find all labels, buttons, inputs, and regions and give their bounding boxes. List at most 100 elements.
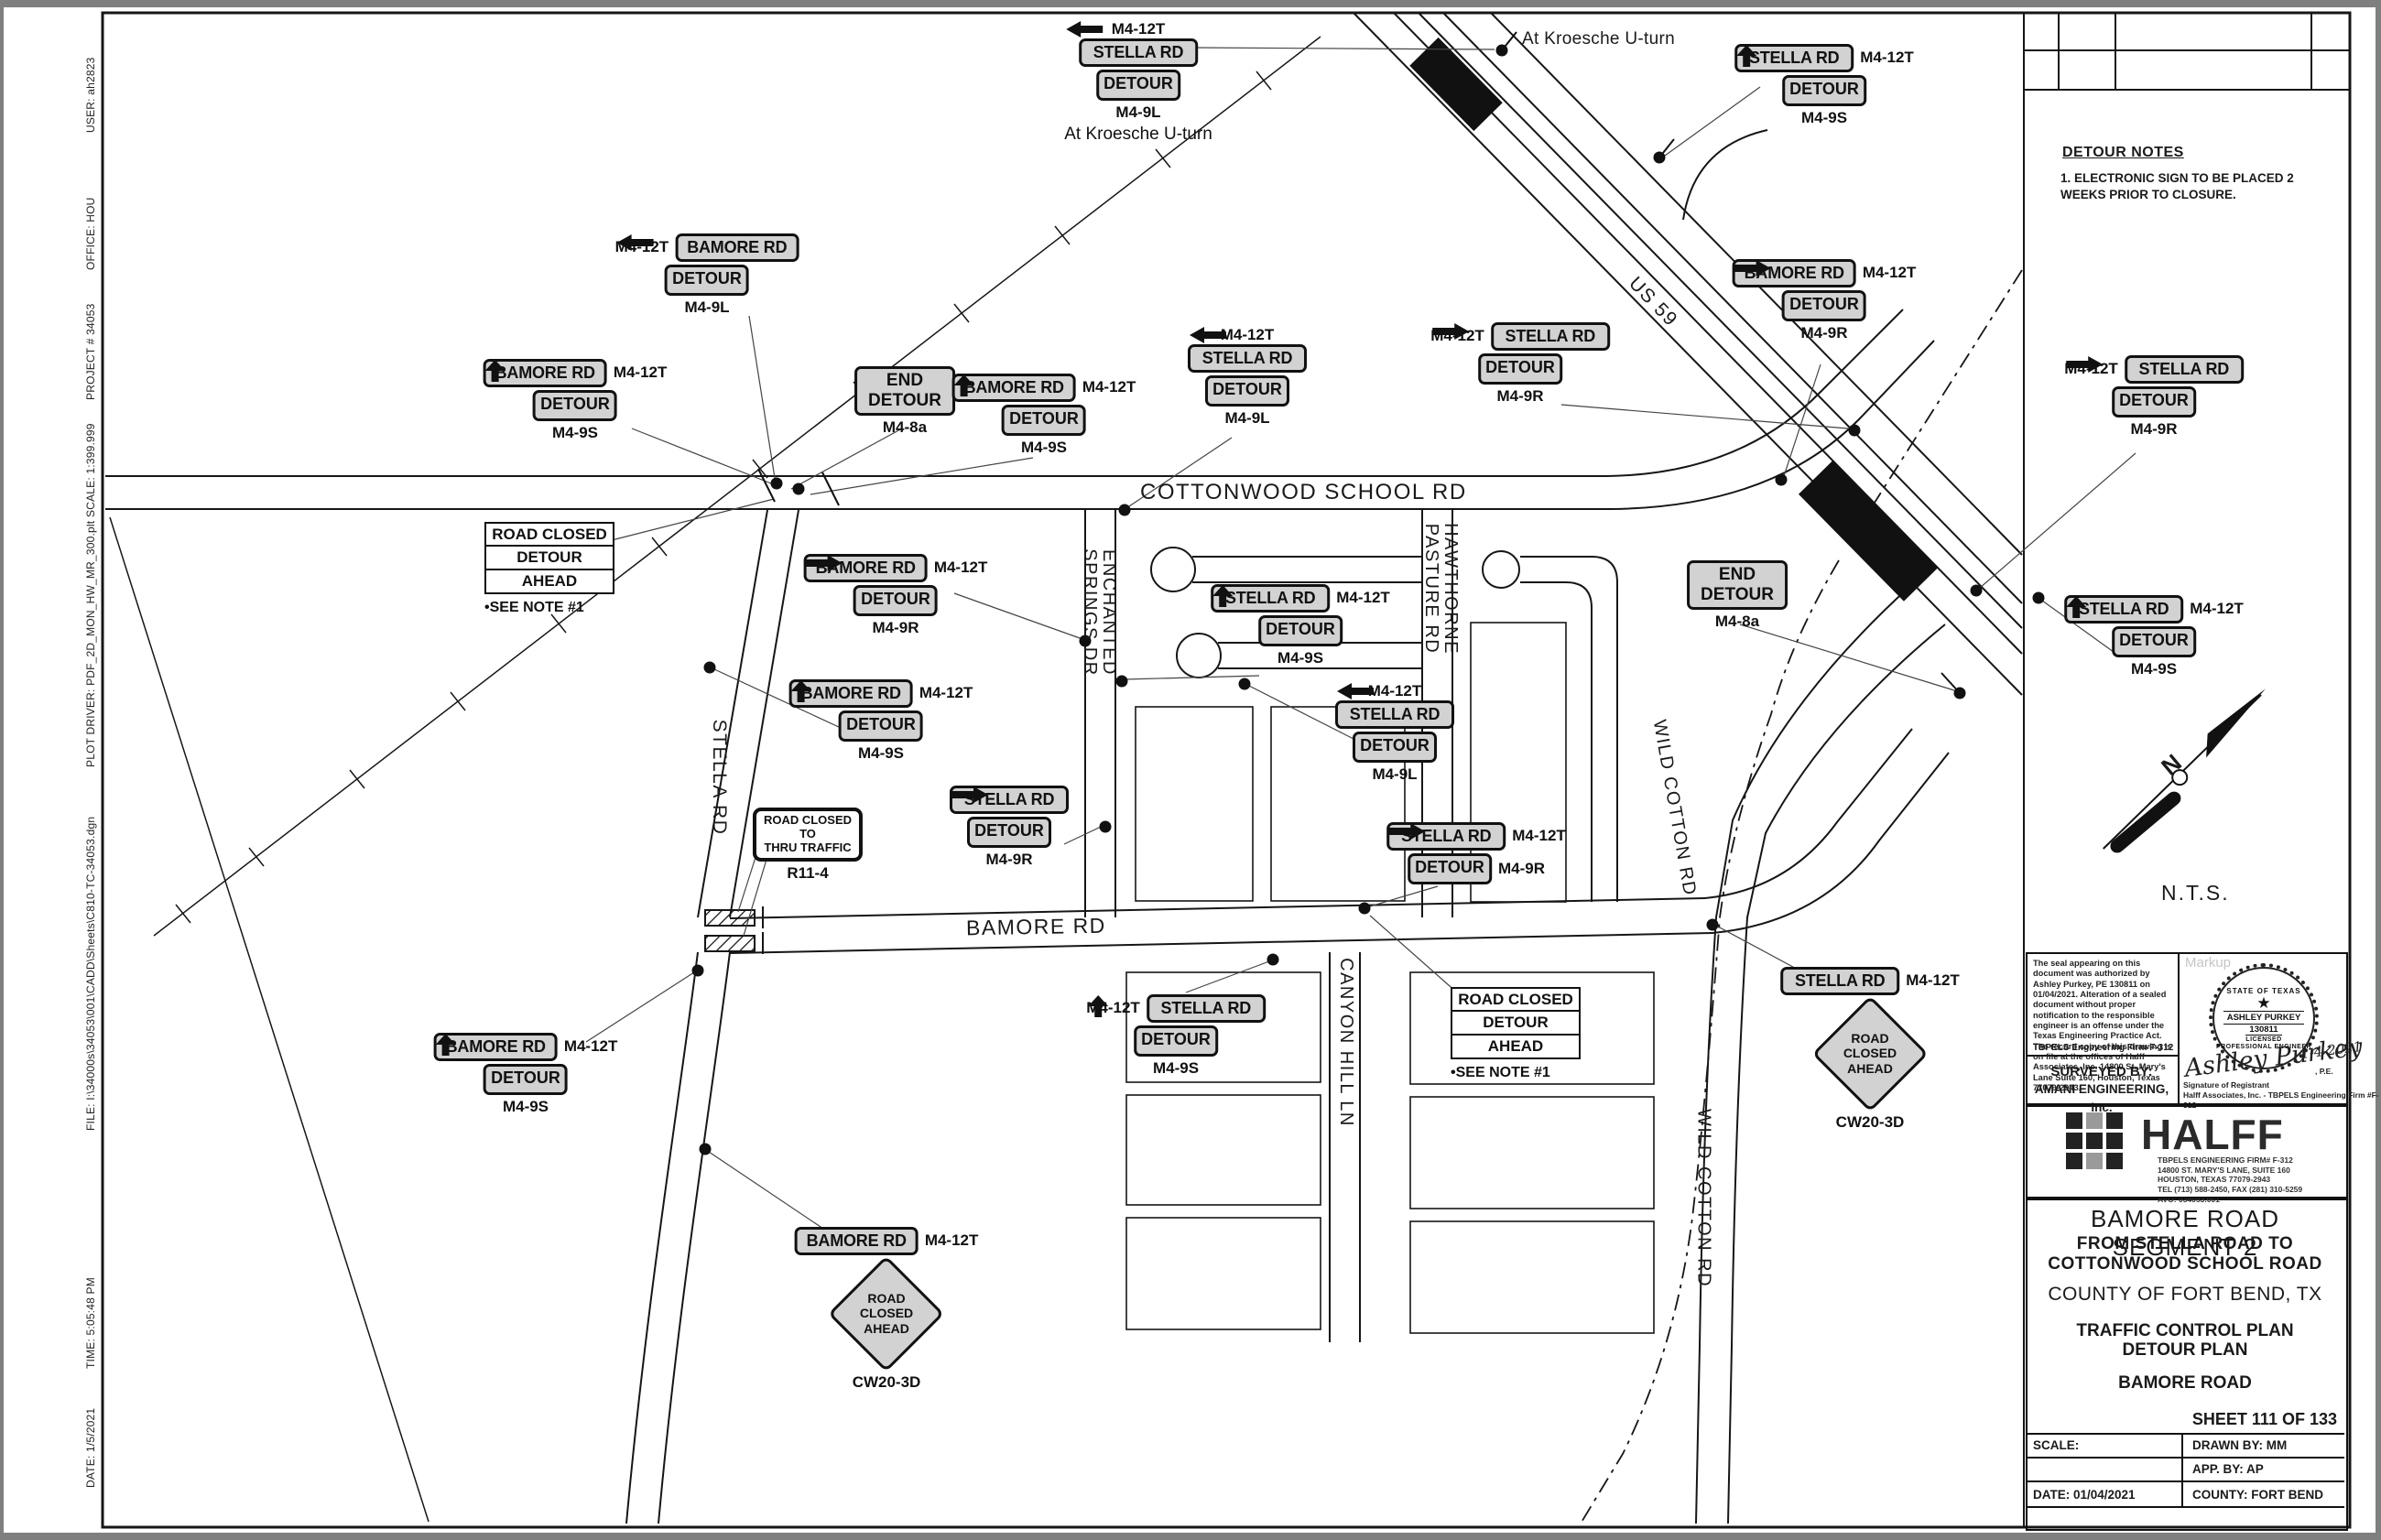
sign-code-label: M4-12T [1367, 682, 1422, 700]
sign-designation: M4-9R [985, 851, 1033, 869]
detour-word: DETOUR [2119, 390, 2189, 409]
north-arrow [2103, 689, 2266, 853]
markup-watermark: Markup [2185, 955, 2232, 971]
title-plan1: TRAFFIC CONTROL PLAN [2076, 1321, 2294, 1340]
end-detour-line: DETOUR [1701, 584, 1774, 604]
detour-plate-row: DETOUR [951, 786, 1051, 849]
sign-designation: M4-9S [857, 744, 905, 763]
title-block [2026, 1197, 2348, 1531]
street-name-plate: BAMORE RD [483, 359, 607, 387]
street-name-plate: STELLA RD [1780, 967, 1900, 995]
detour-word: DETOUR [2119, 630, 2189, 649]
sign-designation: M4-9R [872, 619, 919, 637]
sign-note: At Kroesche U-turn [1064, 125, 1212, 145]
detour-plate-row: DETOUR [2066, 356, 2196, 418]
pe-seal: STATE OF TEXAS ★ ASHLEY PURKEY 130811 LI… [2209, 963, 2319, 1073]
detour-plate: DETOUR [1212, 585, 1343, 647]
sign-code-label: M4-12T [1336, 589, 1390, 607]
detour-word: DETOUR [846, 714, 916, 733]
street-name-plate: STELLA RD [1386, 822, 1506, 851]
diamond-line: AHEAD [1847, 1060, 1893, 1076]
sign-code-label: M4-12T [613, 363, 668, 382]
see-note-label: •SEE NOTE #1 [484, 599, 584, 615]
seal-professional: PROFESSIONAL ENGINEER [2215, 1043, 2312, 1050]
sign-designation: M4-9R [1800, 324, 1848, 342]
detour-word: DETOUR [540, 394, 610, 413]
plot-stamp: PLOT DRIVER: PDF_2D_MON_HW_MR_300.plt [84, 520, 97, 767]
halff-address-line: HOUSTON, TEXAS 77079-2943 [2158, 1175, 2271, 1185]
detour-word: DETOUR [1485, 357, 1555, 376]
street-name-plate: BAMORE RD [1732, 259, 1856, 287]
detour-plate-row: DETOUR [1066, 21, 1180, 102]
road-label-hawthorne-pasture: HAWTHORNE PASTURE RD [1421, 523, 1461, 655]
detour-plate: DETOUR [790, 680, 923, 743]
road-closed-stack-line: DETOUR [484, 545, 614, 570]
sheet-border [101, 11, 2352, 1529]
point-note-kroesche: At Kroesche U-turn [1522, 29, 1675, 49]
seal-star-icon: ★ [2256, 993, 2271, 1012]
street-name-plate: STELLA RD [2124, 355, 2244, 384]
detour-plate: DETOUR [2066, 356, 2196, 418]
sign-code-label: M4-12T [933, 559, 988, 577]
road-closed-stack-line: ROAD CLOSED [484, 521, 614, 548]
seal-firm: TBPELS Engineering Firm F-312 [2033, 1043, 2174, 1053]
detour-plate: DETOUR [805, 555, 938, 617]
detour-plate: DETOUR [1736, 45, 1866, 107]
diamond-line: ROAD [867, 1290, 906, 1306]
sign-code-label: M4-12T [1082, 378, 1136, 396]
r11-line: TO [799, 826, 816, 840]
nts-label: N.T.S. [2161, 881, 2230, 905]
road-label-stella: STELLA RD [709, 719, 731, 836]
tb-drawn-by: DRAWN BY: MM [2192, 1438, 2288, 1452]
detour-plate-row: DETOUR [2066, 596, 2196, 658]
street-plate-row: STELLA RD [950, 786, 1069, 814]
detour-word: DETOUR [1104, 73, 1173, 92]
sign-designation: M4-8a [1714, 612, 1760, 630]
title-grid-divider [2181, 1433, 2183, 1506]
sign-code-label: M4-12T [924, 1231, 979, 1250]
title-grid-row1 [2026, 1433, 2344, 1435]
street-name-plate: STELLA RD [1078, 38, 1198, 67]
sign-code-label: M4-12T [1220, 326, 1275, 343]
road-closed-stack-line: AHEAD [484, 568, 614, 594]
street-name-plate: STELLA RD [950, 786, 1069, 814]
halff-address-line: TBPELS ENGINEERING FIRM# F-312 [2158, 1155, 2293, 1165]
detour-word: DETOUR [974, 820, 1044, 840]
detour-word: DETOUR [1009, 408, 1079, 428]
seal-state: STATE OF TEXAS [2226, 986, 2301, 995]
street-name-plate: STELLA RD [1211, 584, 1331, 613]
title-from2: COTTONWOOD SCHOOL ROAD [2048, 1254, 2322, 1274]
sign-designation: CW20-3D [852, 1372, 921, 1391]
plan-sheet [4, 7, 2376, 1533]
detour-plate-row: DETOUR [1212, 585, 1343, 647]
sign-designation: M4-9L [1224, 409, 1270, 428]
seal-disclaimer: The seal appearing on this document was … [2033, 959, 2172, 1092]
sign-assembly: STELLA RD DETOUR M4-9R [950, 786, 1069, 869]
detour-word: DETOUR [1789, 294, 1859, 313]
detour-word: DETOUR [491, 1068, 560, 1087]
road-closed-stack-line: ROAD CLOSED [1451, 986, 1581, 1013]
detour-word: DETOUR [1141, 1029, 1211, 1048]
detour-plate: DETOUR [1432, 323, 1562, 385]
seal-block-divider-v [2178, 952, 2180, 1103]
diamond-line: CLOSED [859, 1306, 914, 1321]
detour-plate: DETOUR [1388, 823, 1492, 885]
sign-designation: M4-9R [1496, 387, 1544, 406]
detour-plate-row: DETOUR [1734, 260, 1866, 322]
seal-block [2026, 952, 2348, 1107]
